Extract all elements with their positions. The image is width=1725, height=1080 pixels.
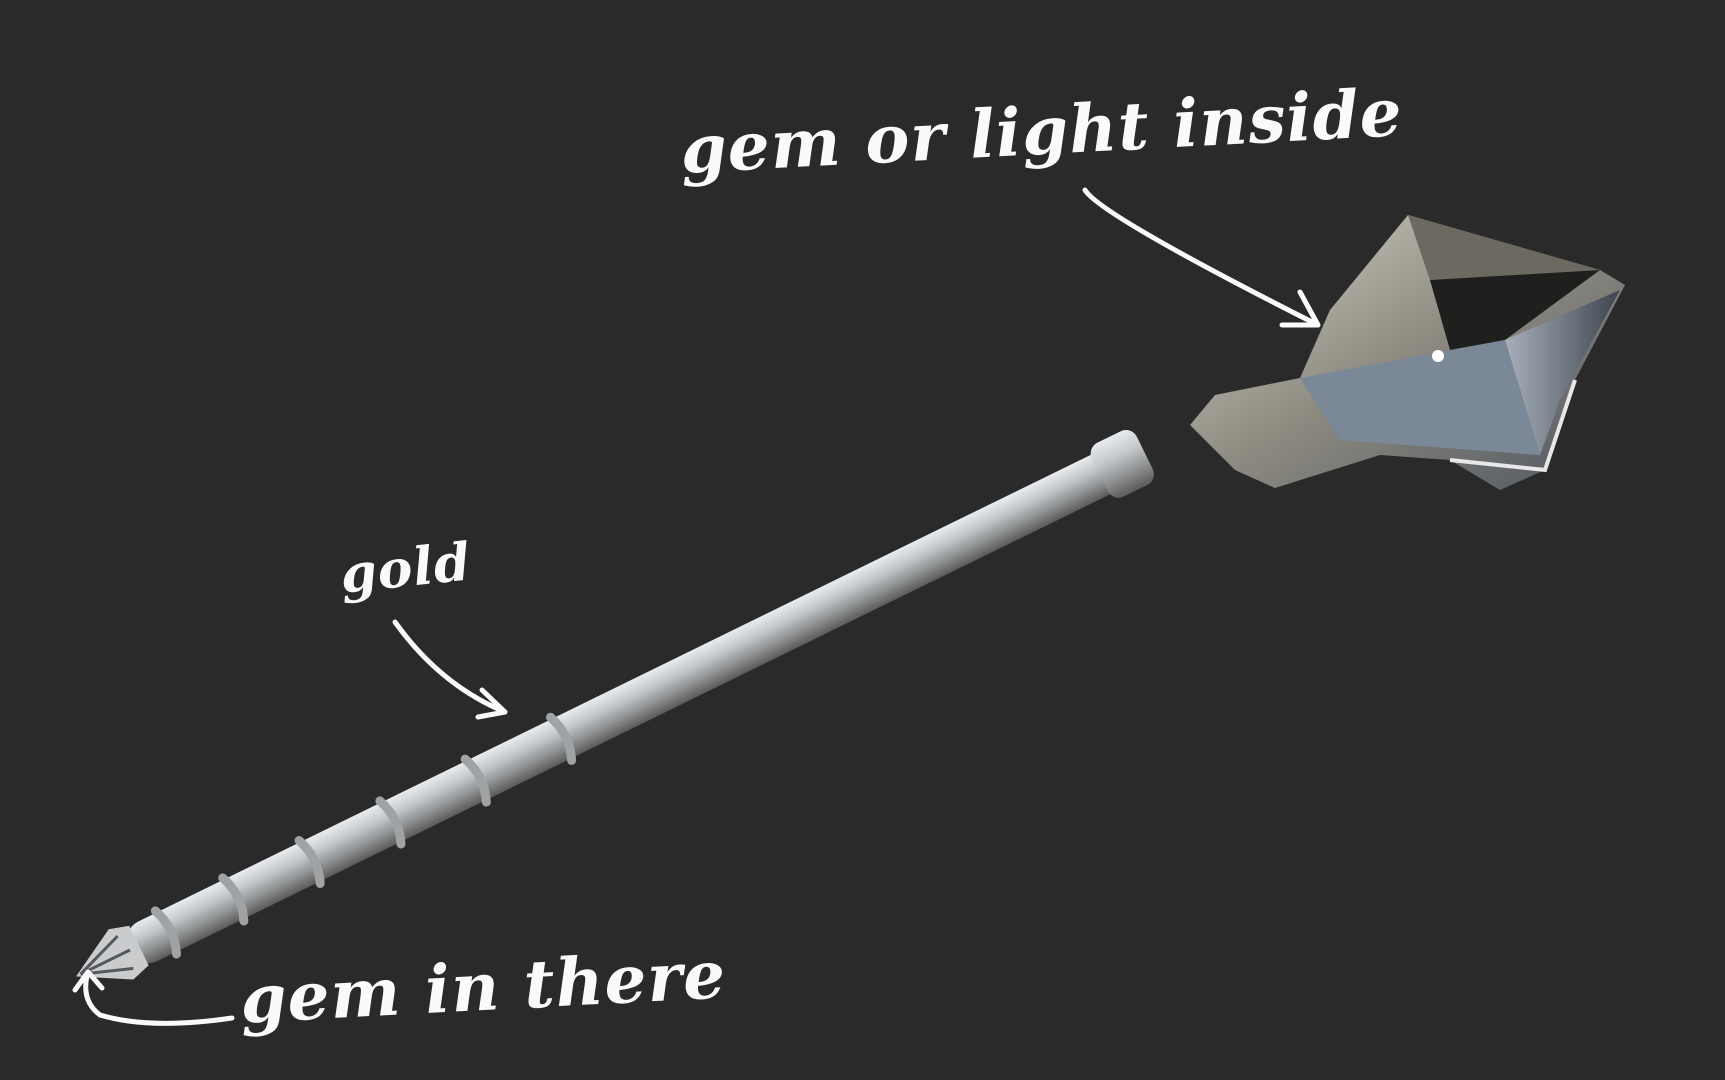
- gold-wrap: [150, 712, 577, 959]
- mace-shaft: [76, 429, 1154, 980]
- arrow-to-pommel: [72, 969, 235, 1026]
- arrow-to-head: [1082, 187, 1321, 328]
- mace-head: [1190, 215, 1625, 490]
- arrow-to-gold: [392, 619, 508, 720]
- gem-light-dot: [1432, 350, 1444, 362]
